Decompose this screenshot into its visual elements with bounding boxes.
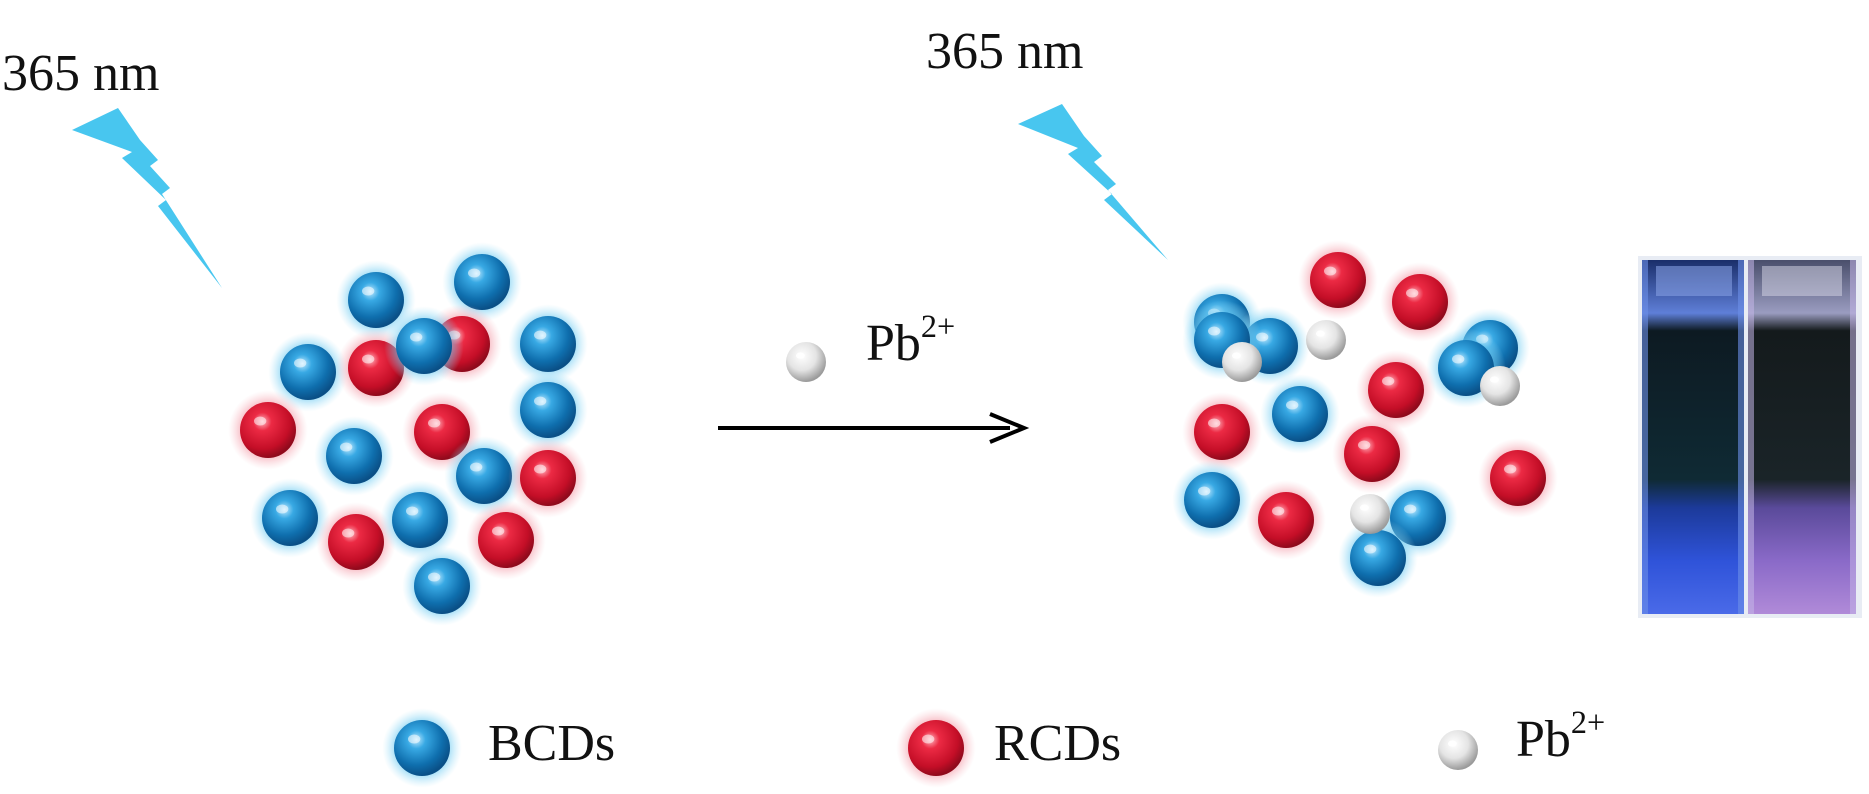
cluster-before: [228, 242, 588, 626]
blue-particle-icon: [444, 436, 524, 516]
red-particle-icon: [316, 502, 396, 582]
red-particle-icon: [1246, 480, 1326, 560]
red-particle-icon: [228, 390, 308, 470]
lightning-right-icon: [1018, 104, 1168, 260]
white-particle-icon: [786, 342, 826, 382]
red-particle-icon: [1478, 438, 1558, 518]
legend-white-particle-icon: [1438, 730, 1478, 770]
cuvette-left: [1642, 260, 1744, 614]
reagent-label: Pb2+: [866, 310, 955, 372]
blue-particle-icon: [442, 242, 522, 322]
blue-particle-icon: [1260, 374, 1340, 454]
white-particle-icon: [1480, 366, 1520, 406]
cluster-after: [1172, 240, 1558, 598]
red-particle-icon: [1380, 262, 1460, 342]
cuvette-right: [1748, 260, 1856, 614]
blue-particle-icon: [508, 370, 588, 450]
blue-particle-icon: [1172, 460, 1252, 540]
red-particle-icon: [466, 500, 546, 580]
blue-particle-icon: [1338, 518, 1418, 598]
legend-red-particle-icon: [896, 708, 976, 788]
lightning-left-icon: [72, 108, 222, 288]
blue-particle-icon: [380, 480, 460, 560]
red-particle-icon: [508, 438, 588, 518]
blue-particle-icon: [314, 416, 394, 496]
reagent-base: Pb: [866, 315, 921, 372]
legend-label-pb: Pb2+: [1516, 706, 1605, 768]
red-particle-icon: [1182, 392, 1262, 472]
red-particle-icon: [1356, 350, 1436, 430]
reaction-arrow: [718, 412, 1030, 444]
legend-particles: [382, 708, 1478, 788]
red-particle-icon: [1298, 240, 1378, 320]
legend-label-bcds: BCDs: [488, 715, 616, 772]
blue-particle-icon: [402, 546, 482, 626]
excitation-label-left: 365 nm: [2, 45, 160, 102]
blue-particle-icon: [268, 332, 348, 412]
cuvette-photo: [1638, 256, 1862, 618]
blue-particle-icon: [508, 304, 588, 384]
legend-label-rcds: RCDs: [994, 715, 1122, 772]
white-particle-icon: [1350, 494, 1390, 534]
reagent-charge: 2+: [920, 307, 956, 344]
excitation-label-right: 365 nm: [926, 23, 1084, 80]
legend-blue-particle-icon: [382, 708, 462, 788]
legend-pb-base: Pb: [1516, 711, 1571, 768]
blue-particle-icon: [250, 478, 330, 558]
red-particle-icon: [1332, 414, 1412, 494]
white-particle-icon: [1306, 320, 1346, 360]
blue-particle-icon: [384, 306, 464, 386]
white-particle-icon: [1222, 342, 1262, 382]
legend-pb-charge: 2+: [1570, 703, 1606, 740]
arrow-pb-particle-icon: [786, 342, 826, 382]
